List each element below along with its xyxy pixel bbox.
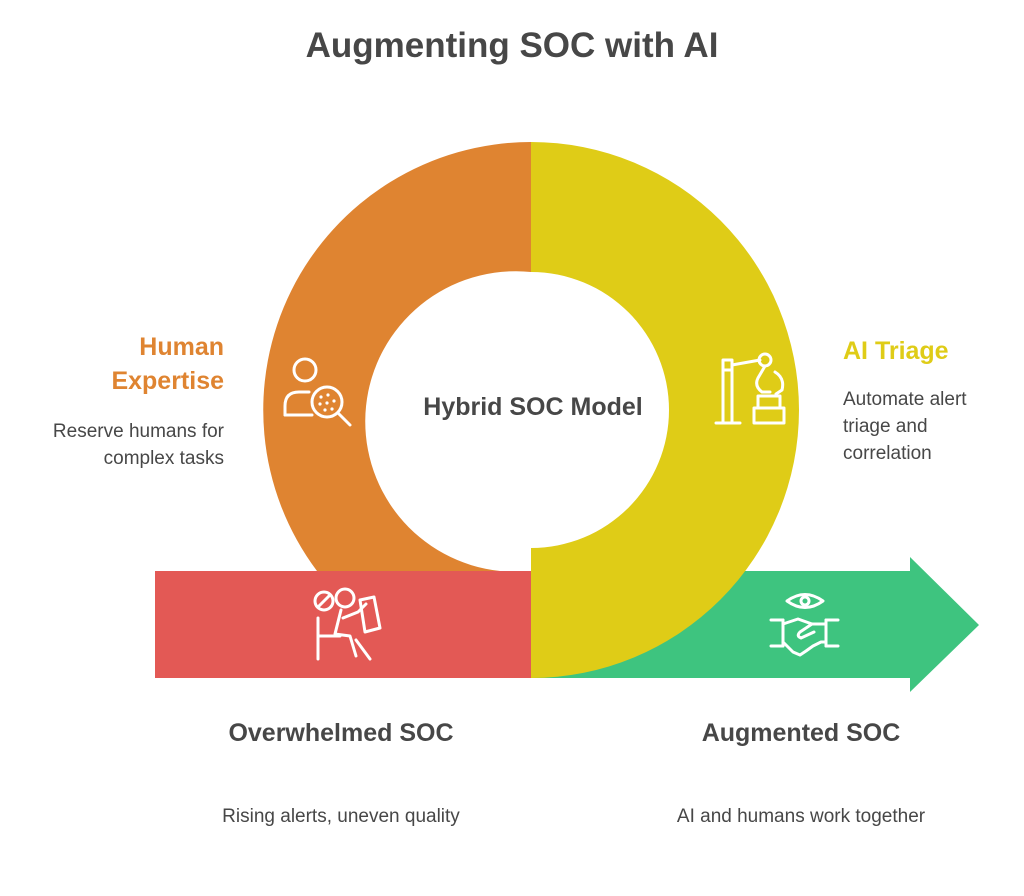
- augmented-soc-description: AI and humans work together: [676, 806, 926, 827]
- diagram-title: Augmenting SOC with AI: [305, 26, 719, 65]
- augmented-soc-title: Augmented SOC: [701, 719, 901, 747]
- overwhelmed-soc-title: Overwhelmed SOC: [228, 719, 454, 747]
- ai-triage-title: AI Triage: [843, 337, 949, 365]
- ai-triage-description: Automate alert triage and correlation: [843, 389, 967, 464]
- human-expertise-description: Reserve humans for complex tasks: [52, 421, 224, 469]
- handshake-eye-icon: [769, 593, 840, 657]
- robot-arm-icon: [714, 352, 786, 425]
- overwhelmed-soc-bar: [155, 571, 531, 678]
- human-expertise-title: Human Expertise: [111, 333, 224, 395]
- center-label: Hybrid SOC Model: [423, 393, 643, 421]
- human-expertise-arc: [263, 142, 531, 571]
- stressed-worker-icon: [313, 587, 382, 661]
- ai-triage-arc: [531, 142, 799, 678]
- overwhelmed-soc-description: Rising alerts, uneven quality: [222, 806, 460, 827]
- person-search-icon: [283, 357, 352, 427]
